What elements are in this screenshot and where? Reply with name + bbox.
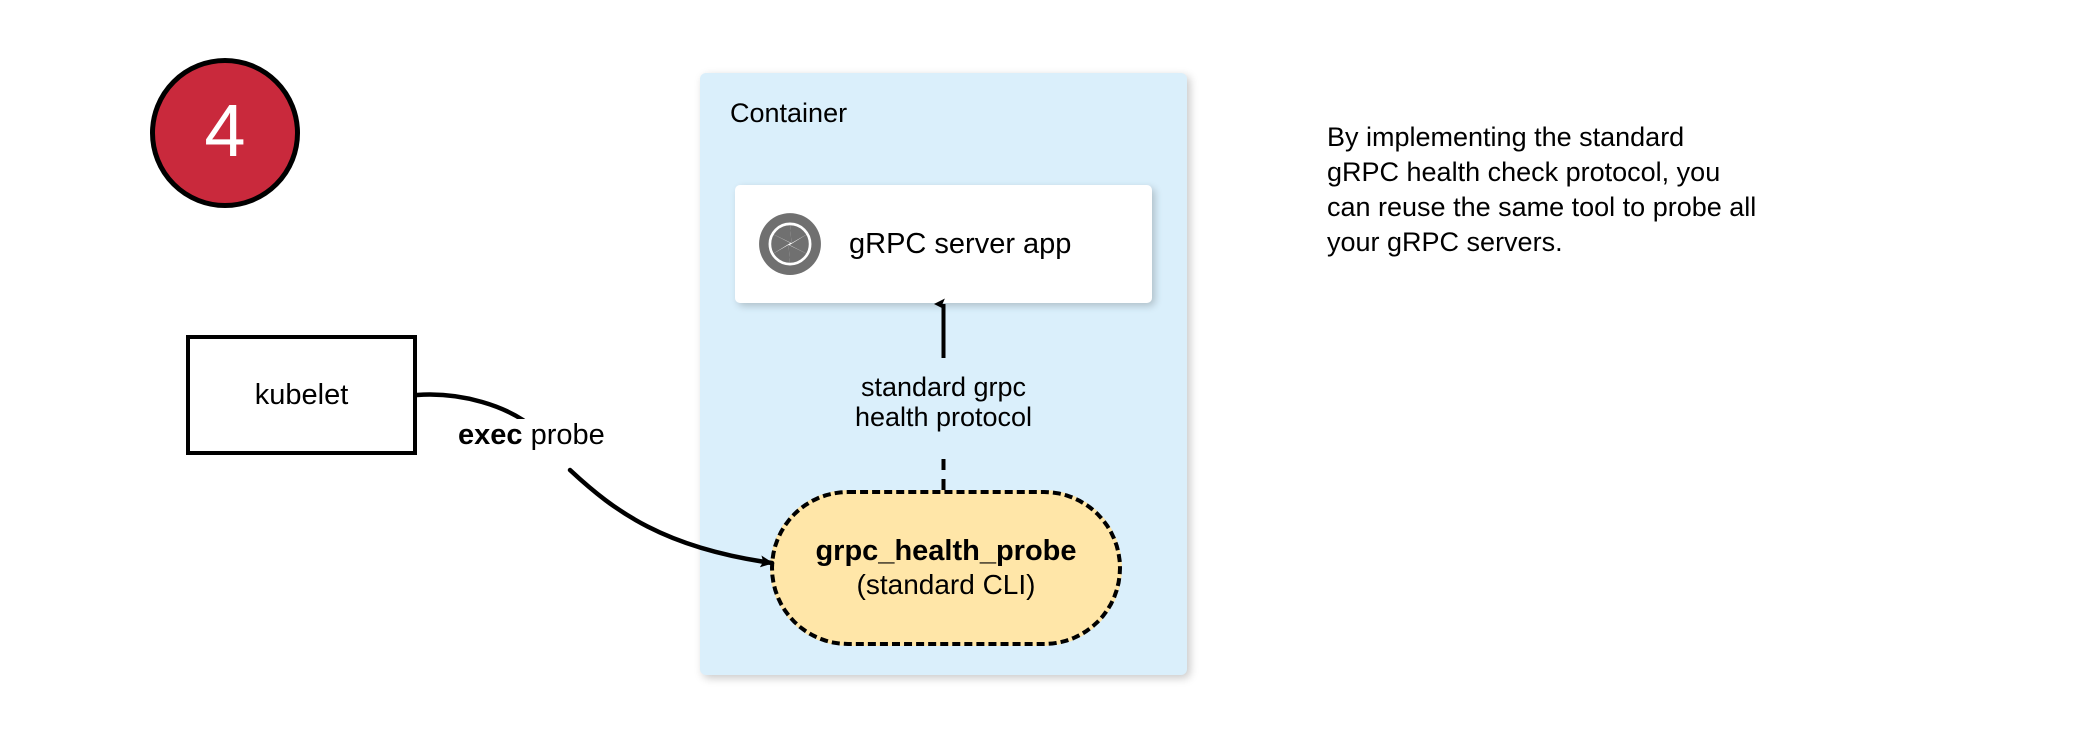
- grpc-server-app-card: gRPC server app: [735, 185, 1152, 303]
- container-label: Container: [730, 98, 848, 128]
- caption-line-3: can reuse the same tool to probe all: [1327, 192, 1757, 223]
- grpc-health-probe-node: grpc_health_probe (standard CLI): [770, 490, 1122, 646]
- grpc-health-probe-subtitle: (standard CLI): [856, 568, 1036, 600]
- exec-probe-label: exec probe: [455, 419, 608, 452]
- caption-line-2: gRPC health check protocol, you: [1327, 157, 1721, 188]
- step-number-badge: 4: [150, 58, 300, 208]
- kubelet-label: kubelet: [254, 378, 349, 411]
- caption-text: By implementing the standard gRPC health…: [1327, 120, 1927, 260]
- protocol-edge-label: standard grpc health protocol: [700, 372, 1187, 432]
- caption-line-4: your gRPC servers.: [1327, 227, 1563, 258]
- grpc-health-probe-title: grpc_health_probe: [815, 534, 1077, 567]
- protocol-edge-label-line2: health protocol: [854, 402, 1033, 433]
- grpc-server-app-label: gRPC server app: [849, 227, 1072, 260]
- protocol-edge-label-line1: standard grpc: [860, 372, 1027, 402]
- exec-probe-label-bold: exec: [458, 419, 523, 451]
- exec-probe-label-rest: probe: [522, 419, 605, 451]
- grpc-aperture-icon: [759, 213, 821, 275]
- caption-line-1: By implementing the standard: [1327, 122, 1685, 152]
- kubelet-box: kubelet: [186, 335, 417, 455]
- step-number-label: 4: [204, 89, 246, 172]
